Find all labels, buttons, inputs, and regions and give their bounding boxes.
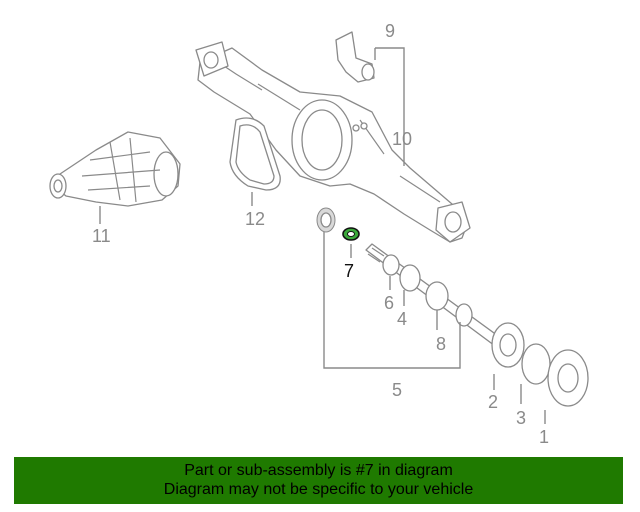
banner-line-2: Diagram may not be specific to your vehi… (163, 481, 474, 498)
retainer-8 (425, 281, 449, 311)
differential-carrier (49, 131, 181, 207)
gasket-3 (521, 343, 551, 385)
callout-4[interactable]: 4 (397, 309, 407, 329)
callout-6[interactable]: 6 (384, 293, 394, 313)
callout-labels: 9 10 11 12 7 6 4 8 5 2 3 1 (92, 21, 549, 447)
vent-bracket (335, 31, 375, 83)
parts-diagram: 9 10 11 12 7 6 4 8 5 2 3 1 (49, 21, 589, 447)
callout-12[interactable]: 12 (245, 209, 265, 229)
highlighted-part-7[interactable] (342, 227, 360, 241)
banner-line-1: Part or sub-assembly is #7 in diagram (184, 462, 453, 479)
oil-seal-6 (382, 254, 400, 276)
info-banner: Part or sub-assembly is #7 in diagram Di… (14, 457, 623, 504)
callout-10[interactable]: 10 (392, 129, 412, 149)
cover-gasket (229, 117, 281, 191)
callout-1[interactable]: 1 (539, 427, 549, 447)
callout-5[interactable]: 5 (392, 380, 402, 400)
callout-11[interactable]: 11 (92, 226, 111, 246)
axle-housing (195, 41, 471, 243)
callout-7[interactable]: 7 (344, 261, 354, 281)
axle-shaft-assembly (365, 243, 589, 407)
bearing-cup (316, 207, 336, 233)
callout-9[interactable]: 9 (385, 21, 395, 41)
callout-3[interactable]: 3 (516, 408, 526, 428)
leader-lines (99, 47, 546, 424)
callout-8[interactable]: 8 (436, 334, 446, 354)
callout-2[interactable]: 2 (488, 392, 498, 412)
bearing-4 (399, 264, 421, 292)
